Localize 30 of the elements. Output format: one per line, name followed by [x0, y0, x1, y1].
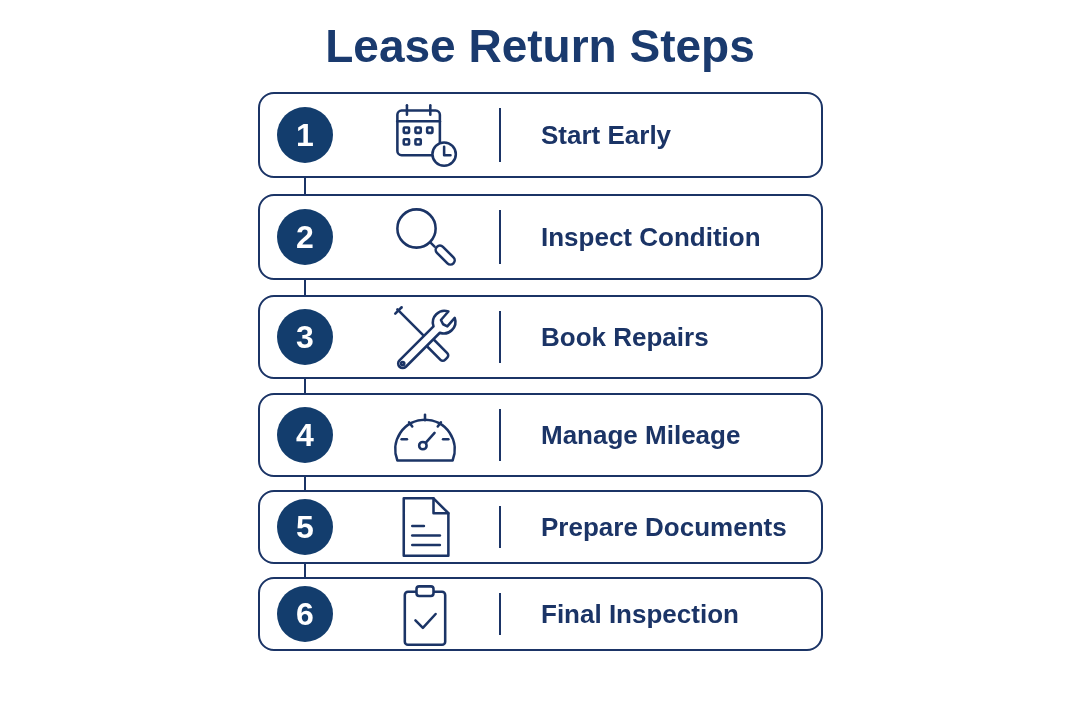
connector-line — [304, 563, 306, 578]
step-number: 3 — [296, 320, 314, 354]
step-title: Prepare Documents — [541, 511, 787, 543]
connector-line — [304, 177, 306, 195]
step-title: Start Early — [541, 119, 672, 151]
step-card — [258, 577, 823, 651]
diagram-title: Lease Return Steps — [325, 20, 755, 72]
number-circle — [277, 586, 333, 642]
number-circle — [277, 107, 333, 163]
step-card — [258, 490, 823, 564]
step-number: 5 — [296, 510, 314, 544]
connector-line — [304, 476, 306, 491]
step-number: 4 — [296, 418, 314, 452]
step-number: 2 — [296, 220, 314, 254]
connector-line — [304, 279, 306, 296]
number-circle — [277, 309, 333, 365]
step-card — [258, 393, 823, 477]
step-title: Inspect Condition — [541, 221, 761, 253]
step-number: 6 — [296, 597, 314, 631]
step-title: Book Repairs — [541, 321, 709, 353]
step-title: Manage Mileage — [541, 419, 741, 451]
connector-line — [304, 378, 306, 394]
number-circle — [277, 407, 333, 463]
step-card — [258, 92, 823, 178]
step-card — [258, 295, 823, 379]
number-circle — [277, 499, 333, 555]
step-number: 1 — [296, 118, 314, 152]
number-circle — [277, 209, 333, 265]
step-title: Final Inspection — [541, 598, 739, 630]
step-card — [258, 194, 823, 280]
